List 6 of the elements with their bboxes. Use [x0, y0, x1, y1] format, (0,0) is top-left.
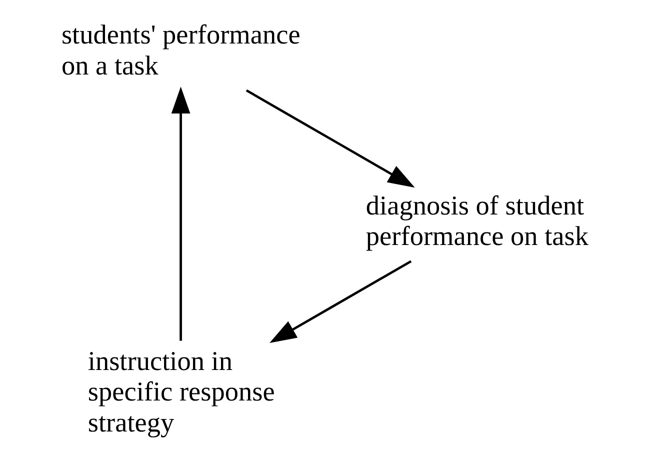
- node-text: instruction in specific response strategy: [87, 346, 274, 438]
- arrow: [245, 89, 414, 188]
- arrow: [170, 86, 190, 341]
- arrow: [269, 260, 412, 343]
- node-text: students' performance on a task: [60, 20, 300, 80]
- node-text: diagnosis of student performance on task: [365, 190, 588, 252]
